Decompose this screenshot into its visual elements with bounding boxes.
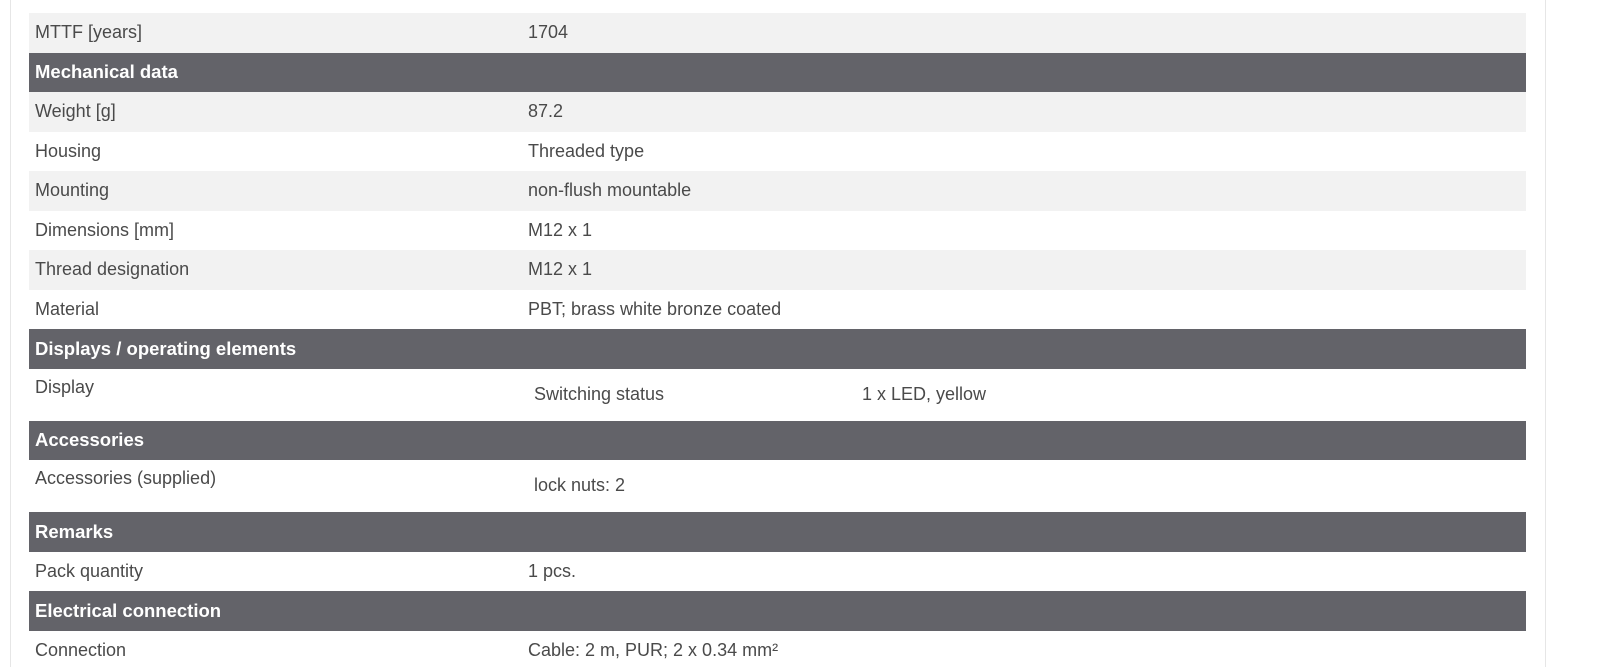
row-label: Pack quantity: [29, 561, 528, 582]
table-row-mttf: MTTF [years] 1704: [29, 13, 1526, 53]
row-value: 1704: [528, 22, 1526, 43]
row-label: Dimensions [mm]: [29, 220, 528, 241]
table-row-thread-designation: Thread designation M12 x 1: [29, 250, 1526, 290]
table-row-material: Material PBT; brass white bronze coated: [29, 290, 1526, 330]
section-header-electrical-connection: Electrical connection: [29, 591, 1526, 631]
row-value: PBT; brass white bronze coated: [528, 299, 1526, 320]
row-label: Connection: [29, 640, 528, 661]
section-title: Accessories: [29, 429, 144, 451]
row-value: Threaded type: [528, 141, 1526, 162]
row-subtable: lock nuts: 2: [528, 460, 862, 496]
section-title: Mechanical data: [29, 61, 178, 83]
section-header-remarks: Remarks: [29, 512, 1526, 552]
table-row-display: Display Switching status 1 x LED, yellow: [29, 369, 1526, 421]
section-header-accessories: Accessories: [29, 421, 1526, 461]
row-label: Thread designation: [29, 259, 528, 280]
subtable-key: lock nuts: 2: [534, 475, 862, 496]
table-row-connection: Connection Cable: 2 m, PUR; 2 x 0.34 mm²: [29, 631, 1526, 670]
subtable-key: Switching status: [534, 384, 862, 405]
section-header-mechanical-data: Mechanical data: [29, 53, 1526, 93]
section-title: Electrical connection: [29, 600, 221, 622]
row-label: Display: [29, 369, 528, 398]
section-header-displays: Displays / operating elements: [29, 329, 1526, 369]
table-row-housing: Housing Threaded type: [29, 132, 1526, 172]
table-row-dimensions: Dimensions [mm] M12 x 1: [29, 211, 1526, 251]
row-subtable: Switching status 1 x LED, yellow: [528, 369, 986, 405]
section-title: Displays / operating elements: [29, 338, 296, 360]
row-label: Housing: [29, 141, 528, 162]
subtable-value: 1 x LED, yellow: [862, 384, 986, 405]
product-details-table: MTTF [years] 1704 Mechanical data Weight…: [29, 13, 1526, 670]
table-row-mounting: Mounting non-flush mountable: [29, 171, 1526, 211]
row-value: Cable: 2 m, PUR; 2 x 0.34 mm²: [528, 640, 1526, 661]
table-row-accessories-supplied: Accessories (supplied) lock nuts: 2: [29, 460, 1526, 512]
row-label: Material: [29, 299, 528, 320]
table-row-weight: Weight [g] 87.2: [29, 92, 1526, 132]
row-value: non-flush mountable: [528, 180, 1526, 201]
row-label: Weight [g]: [29, 101, 528, 122]
row-value: 1 pcs.: [528, 561, 1526, 582]
row-value: M12 x 1: [528, 259, 1526, 280]
row-label: Mounting: [29, 180, 528, 201]
row-value: 87.2: [528, 101, 1526, 122]
row-label: Accessories (supplied): [29, 460, 528, 489]
section-title: Remarks: [29, 521, 113, 543]
table-row-pack-quantity: Pack quantity 1 pcs.: [29, 552, 1526, 592]
row-label: MTTF [years]: [29, 22, 528, 43]
row-value: M12 x 1: [528, 220, 1526, 241]
